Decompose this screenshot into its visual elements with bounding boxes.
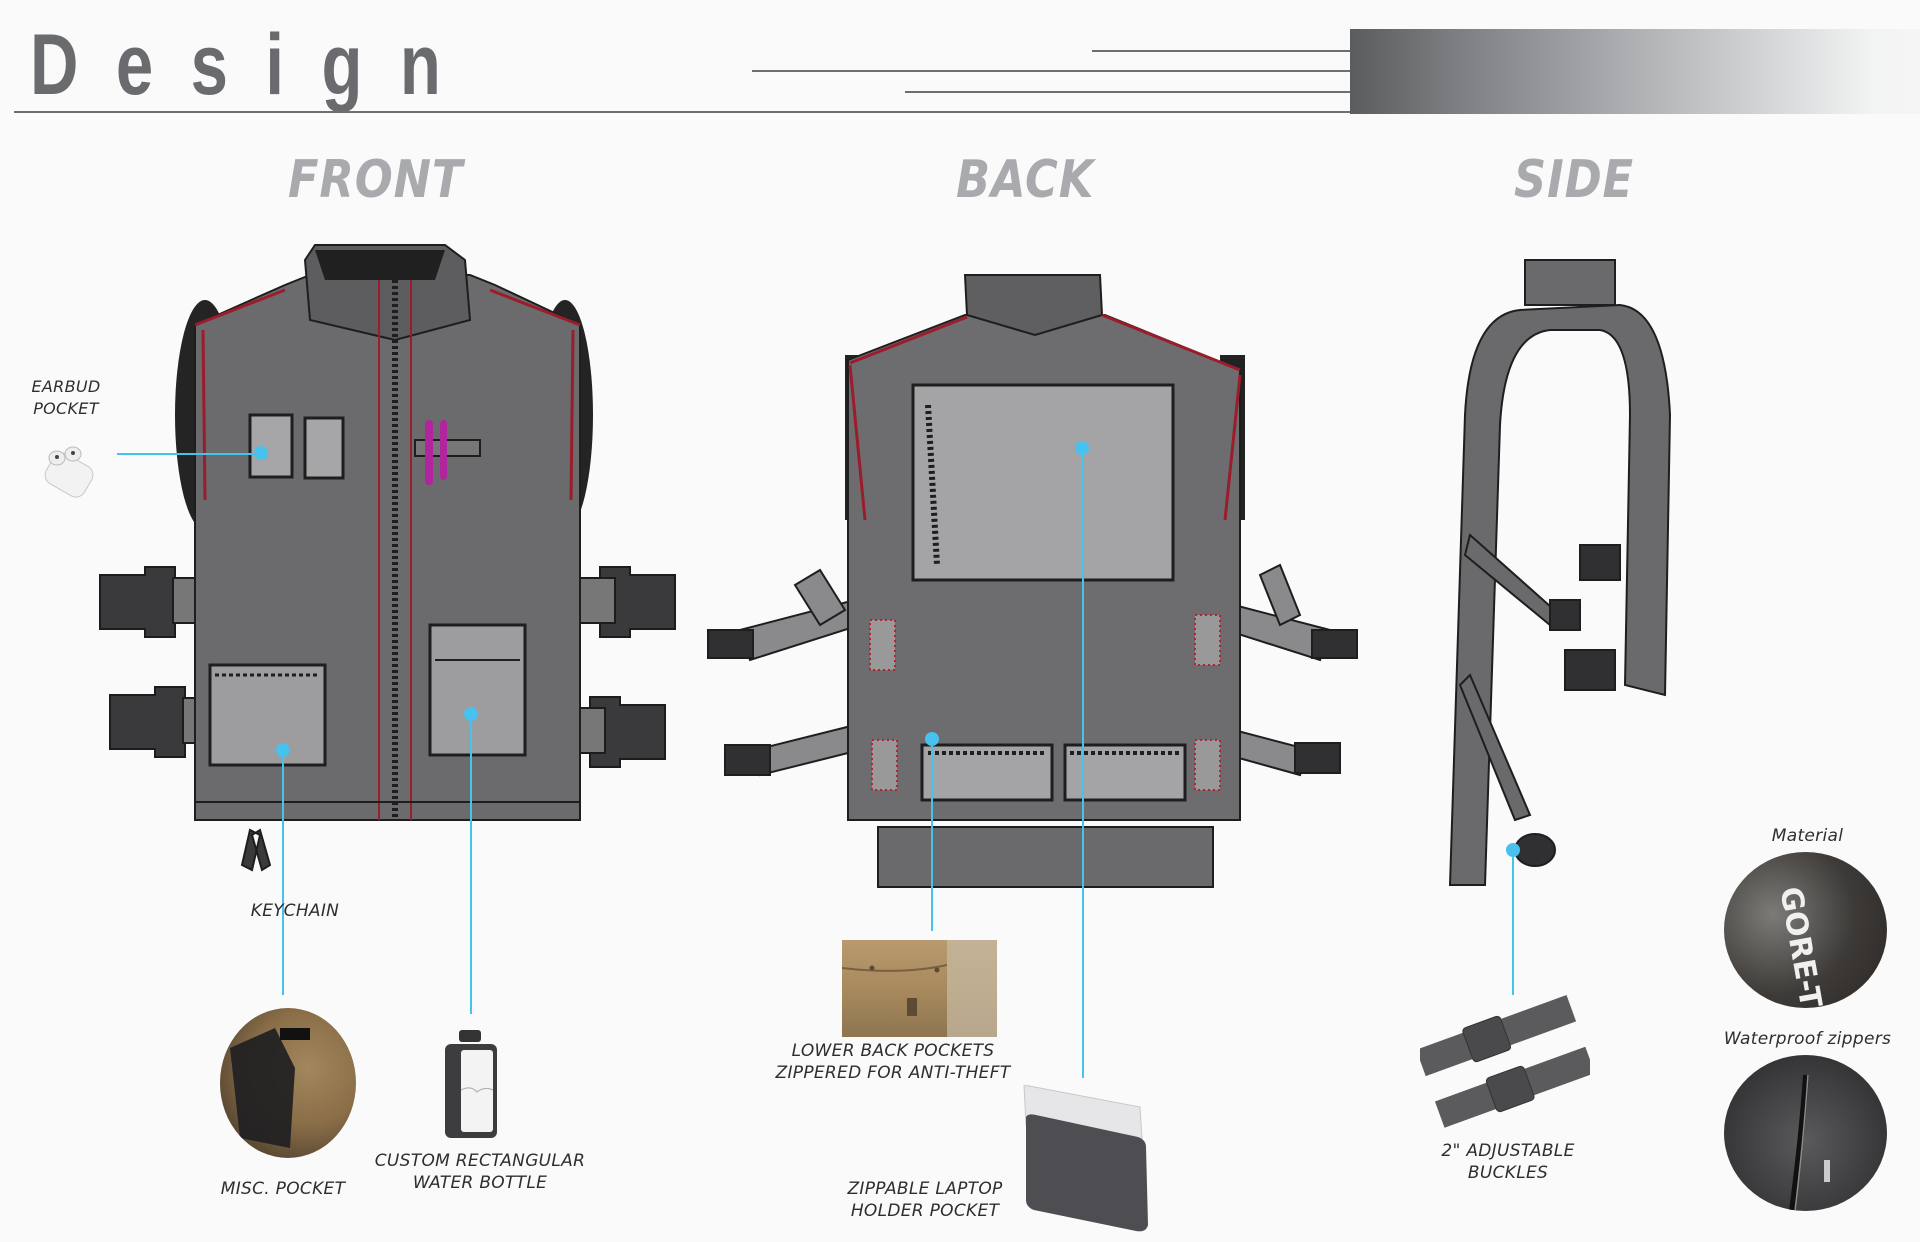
earbuds-case-image — [35, 440, 100, 500]
heading-back: BACK — [956, 150, 1095, 210]
waterproof-zippers-photo — [1724, 1055, 1887, 1211]
header-line-1 — [1092, 50, 1352, 52]
goretex-logo-text: GORE-TEX — [1772, 884, 1835, 1008]
heading-front: FRONT — [288, 150, 464, 210]
leader-water-bottle — [470, 714, 472, 1014]
label-keychain: KEYCHAIN — [250, 901, 340, 921]
back-vest-sketch — [700, 255, 1370, 895]
label-waterproof-zippers: Waterproof zippers — [1723, 1029, 1892, 1049]
leader-earbud-pocket — [117, 453, 262, 455]
label-material: Material — [1771, 826, 1844, 846]
front-vest-sketch — [95, 240, 685, 890]
side-vest-sketch — [1430, 255, 1690, 895]
leader-buckles — [1512, 850, 1514, 995]
leader-laptop-pocket — [1082, 448, 1084, 1078]
title-underline — [14, 111, 1354, 113]
page-title: Design — [30, 17, 479, 113]
misc-pocket-photo — [220, 1008, 356, 1158]
label-laptop-pocket: ZIPPABLE LAPTOP HOLDER POCKET — [847, 1179, 1003, 1221]
label-misc-pocket: MISC. POCKET — [220, 1179, 346, 1199]
buckle-straps-image — [1420, 990, 1590, 1135]
water-bottle-image: Mochic — [443, 1030, 501, 1140]
leader-lower-back-pockets — [931, 739, 933, 931]
header-line-3 — [905, 91, 1352, 93]
lower-back-pockets-photo — [842, 940, 997, 1037]
label-buckles: 2" ADJUSTABLE BUCKLES — [1441, 1141, 1575, 1183]
marker-earbud-pocket — [254, 446, 268, 460]
header-line-2 — [752, 70, 1352, 72]
label-earbud-pocket: EARBUD POCKET — [31, 377, 101, 418]
label-water-bottle: CUSTOM RECTANGULAR WATER BOTTLE — [374, 1151, 586, 1193]
header-gradient-bar — [1350, 29, 1920, 114]
heading-side: SIDE — [1514, 150, 1634, 210]
material-goretex-photo: GORE-TEX — [1724, 852, 1887, 1008]
label-lower-back-pockets: LOWER BACK POCKETS ZIPPERED FOR ANTI-THE… — [775, 1041, 1011, 1083]
laptop-sleeve-image — [1018, 1085, 1153, 1235]
leader-misc-pocket — [282, 750, 284, 995]
